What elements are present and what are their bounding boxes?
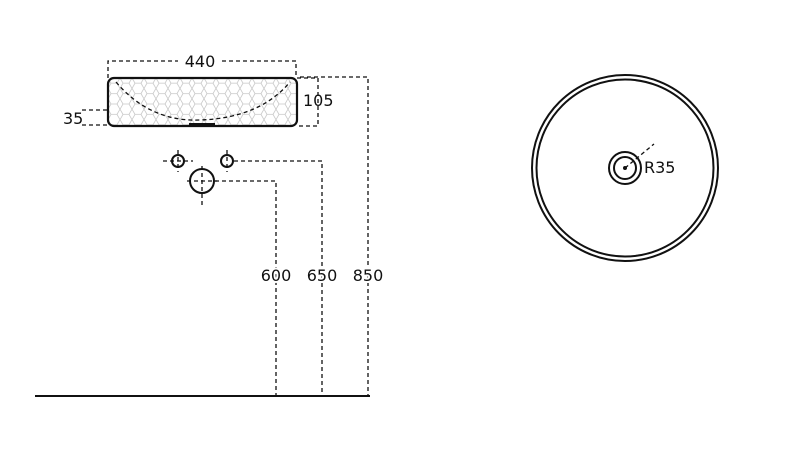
center-lines [163, 150, 228, 205]
drain-inner [613, 156, 637, 180]
pipe-height-line [215, 180, 277, 395]
radius-leader [624, 143, 655, 169]
total-height-line [300, 76, 369, 395]
height-dimension-line [297, 77, 319, 127]
basin-bowl-outline [115, 81, 291, 121]
basin-outer-rim [531, 74, 719, 262]
drain-outlet [189, 123, 215, 127]
width-label: 440 [185, 52, 216, 71]
total-height-label: 850 [353, 266, 384, 285]
top-view: R35 [531, 74, 719, 262]
basin-body [106, 76, 299, 128]
basin-inner-rim [535, 78, 715, 258]
drain-outer [608, 151, 642, 185]
side-view: 440 105 35 850 650 600 [35, 52, 385, 397]
tap-height-label: 650 [307, 266, 338, 285]
drain-height-dimension-line [82, 109, 108, 126]
height-label: 105 [303, 91, 334, 110]
drain-height-label: 35 [63, 109, 83, 128]
drain-radius-label: R35 [644, 158, 675, 177]
pipe-height-label: 600 [261, 266, 292, 285]
tap-height-line [234, 160, 323, 395]
width-dimension-line [107, 60, 297, 78]
